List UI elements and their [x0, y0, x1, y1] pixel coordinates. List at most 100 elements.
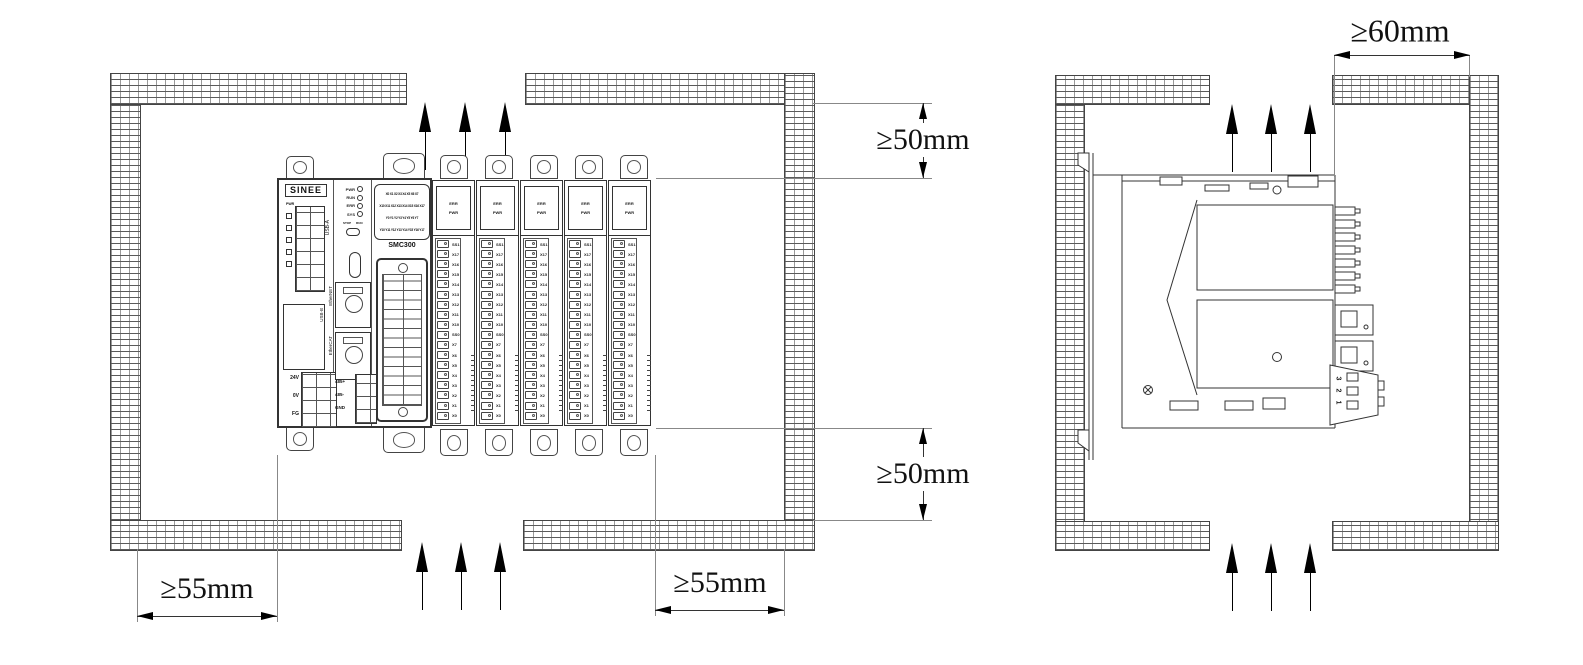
enclosure-wall-left — [110, 73, 141, 551]
airflow-arrow-icon — [493, 542, 507, 610]
terminal-connector-icon — [437, 250, 449, 259]
terminal-connector-icon — [569, 411, 581, 420]
terminal-connector-icon — [481, 310, 493, 319]
terminal-label: X17 — [540, 251, 548, 257]
terminal-label: X0 — [628, 413, 633, 419]
terminal-label: X16 — [496, 261, 504, 267]
terminal-strip-outline — [611, 238, 637, 424]
terminal-connector-icon — [525, 401, 537, 410]
terminal-row: X5 — [525, 360, 561, 370]
comm-terminal-label: GND — [335, 405, 345, 410]
terminal-connector-icon — [481, 351, 493, 360]
terminal-connector-icon — [569, 290, 581, 299]
enclosure-wall-top-right — [525, 73, 815, 105]
terminal-connector-icon — [613, 260, 625, 269]
din-clip-icon — [530, 155, 558, 179]
terminal-row: X3 — [525, 380, 561, 390]
terminal-row: X4 — [437, 370, 473, 380]
terminal-row: X7 — [569, 340, 605, 350]
terminal-row: X5 — [437, 360, 473, 370]
terminal-connector-icon — [569, 401, 581, 410]
plug-pin-number: 1 — [1334, 400, 1342, 405]
terminal-connector-icon — [569, 270, 581, 279]
terminal-row: X11 — [525, 310, 561, 320]
brand-logo: SINEE — [285, 184, 327, 197]
cpu-terminal-block — [376, 258, 428, 422]
terminal-connector-icon — [569, 310, 581, 319]
terminal-connector-icon — [525, 300, 537, 309]
terminal-label: X16 — [540, 261, 548, 267]
module-divider — [565, 235, 606, 236]
airflow-arrow-icon — [1225, 104, 1239, 172]
terminal-connector-icon — [569, 371, 581, 380]
terminal-row: SS1 — [481, 239, 517, 249]
terminal-row: X10 — [481, 320, 517, 330]
terminal-connector-icon — [437, 351, 449, 360]
usb-c-port — [349, 252, 361, 278]
terminal-strip: SS1 X17 X16 X15 X14 — [437, 239, 473, 421]
io-indicator-row: Y10 Y11 Y12 Y13 Y14 Y15 Y16 Y17 — [379, 228, 425, 232]
terminal-label: X14 — [540, 281, 548, 287]
terminal-row: X12 — [481, 300, 517, 310]
power-terminal-label: 24V — [290, 375, 299, 381]
terminal-connector-icon — [481, 381, 493, 390]
din-clip-icon — [620, 155, 648, 179]
status-led-icon — [286, 225, 292, 231]
terminal-label: X10 — [628, 322, 636, 328]
terminal-label: X16 — [452, 261, 460, 267]
terminal-label: X14 — [584, 281, 592, 287]
terminal-row: SS1 — [525, 239, 561, 249]
din-clip-icon — [485, 429, 513, 456]
terminal-row: X7 — [613, 340, 649, 350]
terminal-label: X3 — [584, 382, 589, 388]
terminal-label: X15 — [584, 271, 592, 277]
cpu-status-led-row: ERR — [341, 202, 363, 210]
terminal-label: X10 — [496, 322, 504, 328]
brand-logo-text: SINEE — [289, 185, 322, 195]
terminal-label: X0 — [496, 413, 501, 419]
terminal-label: X5 — [628, 362, 633, 368]
terminal-label: X6 — [496, 352, 501, 358]
airflow-arrow-icon — [454, 542, 468, 610]
terminal-connector-icon — [481, 300, 493, 309]
cpu-status-leds: PWR RUN ERR SYS — [341, 185, 363, 219]
terminal-label: X11 — [496, 312, 503, 318]
io-module-header: ERR PWR — [480, 186, 515, 230]
terminal-label: X12 — [540, 302, 548, 308]
usb-a-connector — [295, 206, 325, 292]
terminal-label: X4 — [628, 372, 633, 378]
ethernet-label: EtherNET — [328, 286, 333, 306]
terminal-label: X2 — [540, 392, 545, 398]
module-pwr-label: PWR — [448, 210, 459, 215]
terminal-row: X1 — [437, 401, 473, 411]
terminal-row: X14 — [613, 279, 649, 289]
terminal-connector-icon — [525, 361, 537, 370]
terminal-label: X1 — [540, 403, 545, 409]
terminal-label: X17 — [452, 251, 460, 257]
terminal-label: X4 — [584, 372, 589, 378]
terminal-connector-icon — [525, 280, 537, 289]
terminal-row: X15 — [437, 269, 473, 279]
terminal-row: X12 — [525, 300, 561, 310]
io-module: ERR PWR SS1 X17 X16 — [520, 180, 563, 426]
terminal-connector-icon — [613, 391, 625, 400]
terminal-row: X3 — [437, 380, 473, 390]
terminal-connector-icon — [525, 330, 537, 339]
terminal-label: X6 — [540, 352, 545, 358]
terminal-row: X13 — [437, 289, 473, 299]
terminal-row: X12 — [569, 300, 605, 310]
terminal-connector-icon — [569, 391, 581, 400]
connector-comb-icon — [471, 353, 475, 411]
terminal-row: X12 — [437, 300, 473, 310]
terminal-label: X10 — [584, 322, 592, 328]
terminal-row: X0 — [481, 411, 517, 421]
cpu-status-led-row: SYS — [341, 210, 363, 218]
terminal-label: X13 — [628, 292, 636, 298]
terminal-row: X16 — [525, 259, 561, 269]
terminal-connector-icon — [613, 330, 625, 339]
terminal-label: X11 — [540, 312, 547, 318]
terminal-label: X15 — [628, 271, 636, 277]
